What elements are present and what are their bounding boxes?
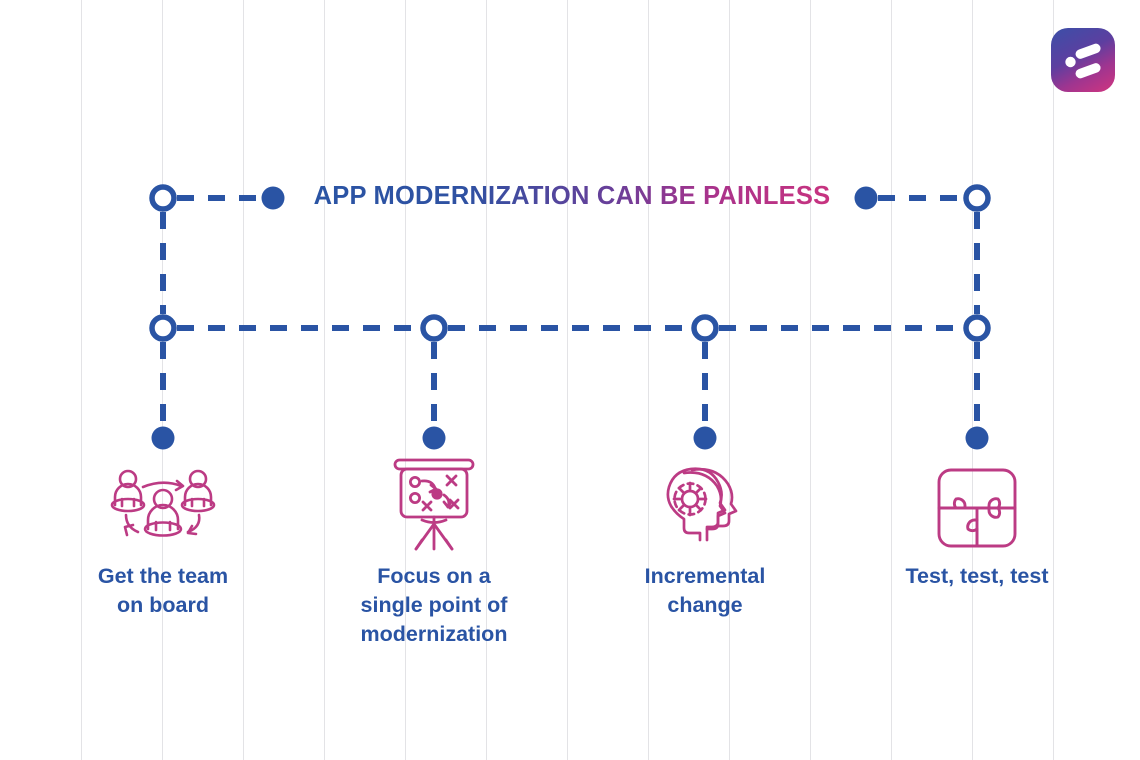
node-mid-1[interactable] [149,314,177,342]
step-1-icon-container[interactable] [103,458,223,558]
strategy-board-icon [393,458,475,551]
node-mid-4[interactable] [963,314,991,342]
node-dot-1[interactable] [151,426,175,450]
node-dot-4[interactable] [965,426,989,450]
step-2-icon-container[interactable] [374,455,494,555]
node-dot-2[interactable] [422,426,446,450]
step-3-label: Incremental change [644,564,766,617]
puzzle-icon [937,468,1017,548]
heads-gear-icon [666,467,738,542]
step-2-label: Focus on a single point of modernization [360,564,508,646]
step-1-label: Get the team on board [97,564,229,617]
node-top-right-ring[interactable] [963,184,991,212]
step-4-icon-container[interactable] [917,458,1037,558]
brand-logo-icon [1065,43,1101,79]
team-collaboration-icon [110,469,216,537]
node-mid-2[interactable] [420,314,448,342]
node-top-right-dot[interactable] [854,186,878,210]
node-dot-3[interactable] [693,426,717,450]
node-top-left-ring[interactable] [149,184,177,212]
step-3-icon-container[interactable] [645,458,765,558]
node-top-left-dot[interactable] [261,186,285,210]
node-mid-3[interactable] [691,314,719,342]
step-4-label: Test, test, test [905,564,1049,588]
page-title: APP MODERNIZATION CAN BE PAINLESS [310,182,834,211]
brand-logo[interactable] [1051,28,1115,92]
